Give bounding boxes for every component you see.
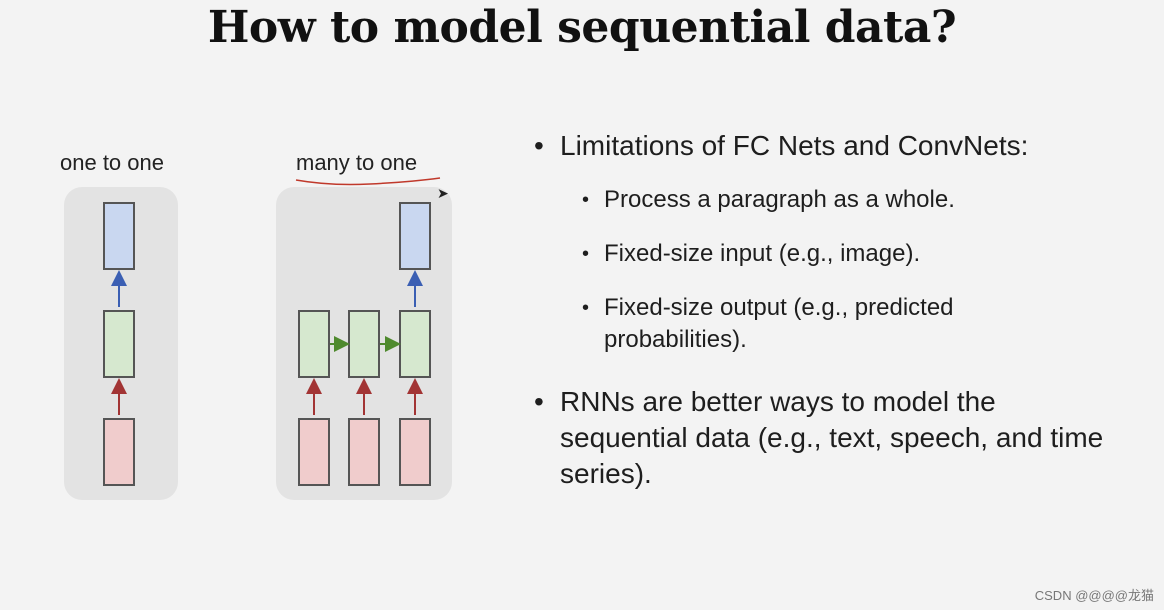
- many-to-one-hidden-cell-1: [298, 310, 330, 378]
- one-to-one-input-cell: [103, 418, 135, 486]
- sub-bullet-2: Fixed-size input (e.g., image).: [532, 238, 1132, 270]
- many-to-one-underline: [295, 177, 441, 186]
- many-to-one-output-cell: [399, 202, 431, 270]
- many-to-one-input-cell-3: [399, 418, 431, 486]
- one-to-one-output-cell: [103, 202, 135, 270]
- bullet-rnns: RNNs are better ways to model the sequen…: [532, 384, 1130, 492]
- csdn-watermark: CSDN @@@@龙猫: [1034, 588, 1154, 603]
- sub-bullet-1: Process a paragraph as a whole.: [532, 184, 1132, 216]
- slide-title: How to model sequential data?: [207, 2, 957, 53]
- many-to-one-hidden-cell-2: [348, 310, 380, 378]
- sub-bullet-3: Fixed-size output (e.g., predicted proba…: [532, 292, 1044, 356]
- bullet-list: Limitations of FC Nets and ConvNets: Pro…: [532, 128, 1132, 492]
- mouse-cursor-icon: ➤: [437, 185, 449, 201]
- bullet-limitations: Limitations of FC Nets and ConvNets:: [532, 128, 1132, 164]
- many-to-one-input-cell-2: [348, 418, 380, 486]
- many-to-one-hidden-cell-3: [399, 310, 431, 378]
- one-to-one-hidden-cell: [103, 310, 135, 378]
- many-to-one-input-cell-1: [298, 418, 330, 486]
- one-to-one-label: one to one: [60, 150, 164, 175]
- many-to-one-label: many to one: [296, 150, 418, 175]
